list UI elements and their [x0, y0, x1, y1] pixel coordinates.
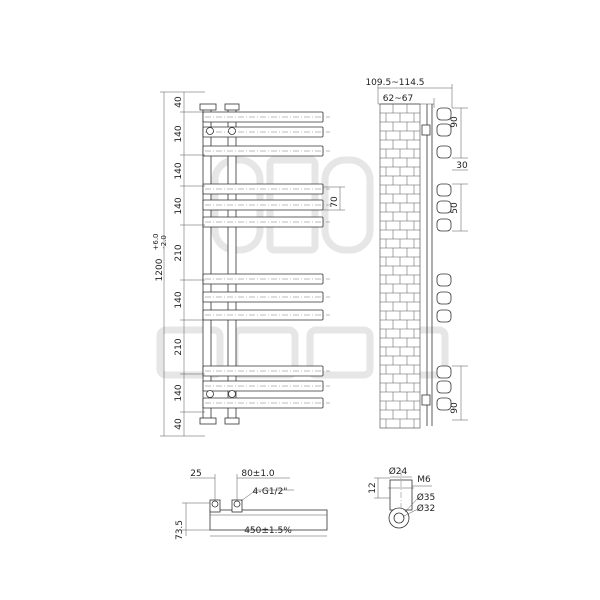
valve-connector-top-right: [228, 127, 236, 135]
offset-25-dimension: 25: [190, 469, 201, 479]
mid-spacing-dimension: 50: [450, 202, 460, 214]
left-segment-6: 210: [174, 338, 184, 355]
total-height-dimension: 1200: [155, 258, 165, 281]
left-segment-4: 210: [174, 244, 184, 261]
bar-ends-side: [436, 107, 452, 411]
left-segment-1: 140: [174, 125, 184, 142]
bracket-circle-inner: [393, 512, 405, 524]
valve-circle-right: [233, 500, 241, 508]
left-segment-5: 140: [174, 291, 184, 308]
left-segment-3: 140: [174, 197, 184, 214]
height-tolerance-minus: -2.0: [160, 235, 168, 249]
center-distance-dimension: 80±1.0: [241, 469, 275, 479]
bracket-detail: Ø24 M6 12 Ø35 Ø32: [368, 466, 436, 529]
valve-circle-left: [211, 500, 219, 508]
front-view: 70 40 140 140 140 210 140 210 140 40 120…: [152, 91, 345, 437]
left-segment-2: 140: [174, 162, 184, 179]
bar-group-3: [202, 273, 330, 321]
thread-spec: 4-G1/2": [253, 487, 288, 497]
valve-connector-bottom-right: [228, 390, 236, 398]
bracket-d24: Ø24: [389, 466, 408, 477]
depth-outer-dimension: 109.5~114.5: [365, 78, 424, 88]
valve-connector-top-left: [206, 127, 214, 135]
height-tolerance-plus: +6.0: [152, 234, 160, 251]
bracket-height-12: 12: [368, 482, 378, 493]
side-view: 109.5~114.5 62~67 90 30 50 90: [365, 78, 468, 429]
depth-inner-dimension: 62~67: [383, 94, 413, 104]
left-segment-0: 40: [174, 96, 184, 108]
bar-group-1: [202, 111, 330, 157]
bracket-d35: Ø35: [417, 492, 436, 503]
bar-group-2: [202, 183, 330, 228]
left-segment-8: 40: [174, 418, 184, 430]
depth-73-dimension: 73.5: [175, 520, 185, 540]
valve-connector-bottom-left: [206, 390, 214, 398]
width-dimension: 450±1.5%: [244, 526, 292, 536]
bottom-spacing-dimension: 90: [450, 402, 460, 414]
bottom-view: 25 80±1.0 4-G1/2" 73.5 450±1.5%: [175, 469, 328, 540]
bracket-d32: Ø32: [417, 503, 436, 514]
bracket-m6: M6: [417, 475, 431, 485]
bar-group-4: [202, 365, 330, 409]
top-spacing-dimension: 90: [450, 116, 460, 128]
left-segment-ticks: [180, 91, 205, 437]
offset-dimension: 30: [456, 161, 468, 171]
bar-height-dimension: 70: [330, 196, 340, 208]
brick-wall: [379, 103, 421, 429]
left-segment-7: 140: [174, 384, 184, 401]
